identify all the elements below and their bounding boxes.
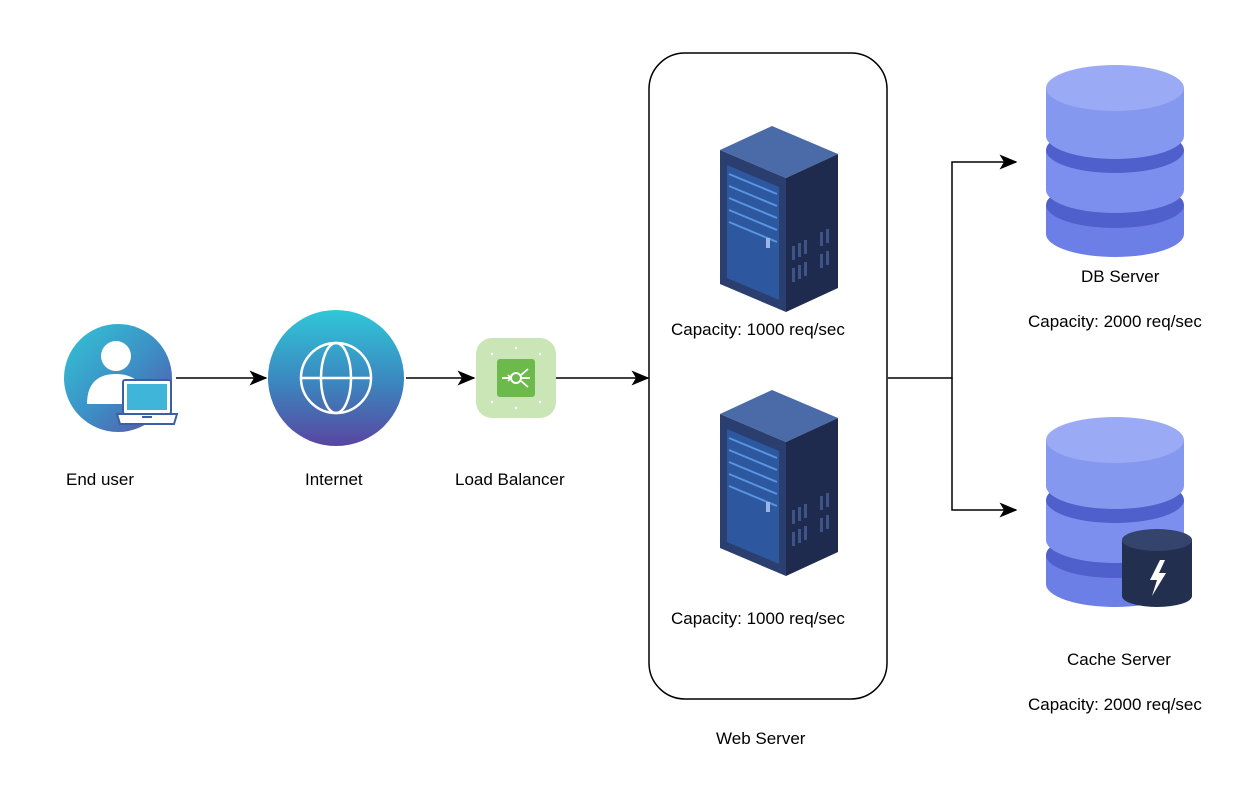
internet-label: Internet — [305, 470, 363, 489]
globe-icon — [268, 310, 404, 446]
load-balancer-label: Load Balancer — [455, 470, 565, 489]
edge-webserver-cache — [951, 378, 1018, 518]
cache-server-label: Cache Server — [1067, 650, 1171, 669]
db-server-capacity: Capacity: 2000 req/sec — [1028, 312, 1202, 331]
user-laptop-icon — [64, 324, 179, 432]
server-rack-icon — [720, 390, 838, 576]
server-rack-icon — [720, 126, 838, 312]
cache-database-icon — [1046, 417, 1192, 607]
end-user-label: End user — [66, 470, 135, 489]
load-balancer-icon — [476, 338, 556, 418]
web-server-1-capacity: Capacity: 1000 req/sec — [671, 320, 845, 339]
edge-webserver-db — [888, 154, 1018, 379]
web-server-label: Web Server — [716, 729, 806, 748]
db-server-label: DB Server — [1081, 267, 1160, 286]
database-icon — [1046, 65, 1184, 257]
web-server-2-capacity: Capacity: 1000 req/sec — [671, 609, 845, 628]
cache-server-capacity: Capacity: 2000 req/sec — [1028, 695, 1202, 714]
connectors — [176, 154, 1018, 518]
